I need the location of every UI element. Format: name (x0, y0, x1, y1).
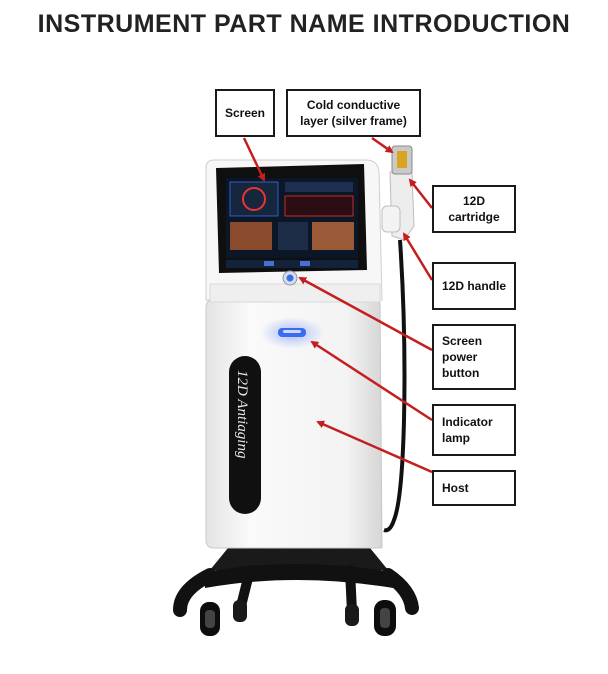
label-12d-cartridge: 12D cartridge (432, 185, 516, 233)
brand-panel: 12D Antiaging (229, 356, 261, 514)
touch-screen[interactable] (216, 164, 367, 273)
arrow-cold-layer (371, 136, 394, 154)
arrow-screen (242, 137, 266, 182)
arrow-indicator-lamp (310, 340, 433, 422)
label-indicator-lamp: Indicator lamp (432, 404, 516, 456)
arrow-handle (402, 232, 434, 281)
indicator-lamp (260, 317, 324, 349)
handle-cable (383, 239, 407, 533)
12d-cartridge[interactable] (391, 145, 413, 175)
wheel-icon (233, 600, 247, 622)
page-title: INSTRUMENT PART NAME INTRODUCTION (37, 10, 571, 38)
label-12d-handle: 12D handle (432, 262, 516, 310)
device-base (173, 548, 419, 636)
label-screen: Screen (215, 89, 275, 137)
arrow-cartridge (408, 178, 433, 209)
screen-power-button[interactable] (282, 270, 298, 286)
callout-arrows (242, 136, 434, 474)
12d-handle[interactable] (381, 171, 415, 241)
wheel-icon (200, 602, 220, 636)
label-screen-power-button: Screen power button (432, 324, 516, 390)
wheel-icon (374, 600, 396, 636)
label-cold-conductive-layer: Cold conductive layer (silver frame) (286, 89, 421, 137)
shelf-divider (209, 283, 381, 303)
label-host: Host (432, 470, 516, 506)
arrow-host (316, 420, 433, 474)
arrow-power-button (298, 276, 433, 352)
brand-text: 12D Antiaging (234, 370, 250, 459)
wheel-icon (345, 604, 359, 626)
